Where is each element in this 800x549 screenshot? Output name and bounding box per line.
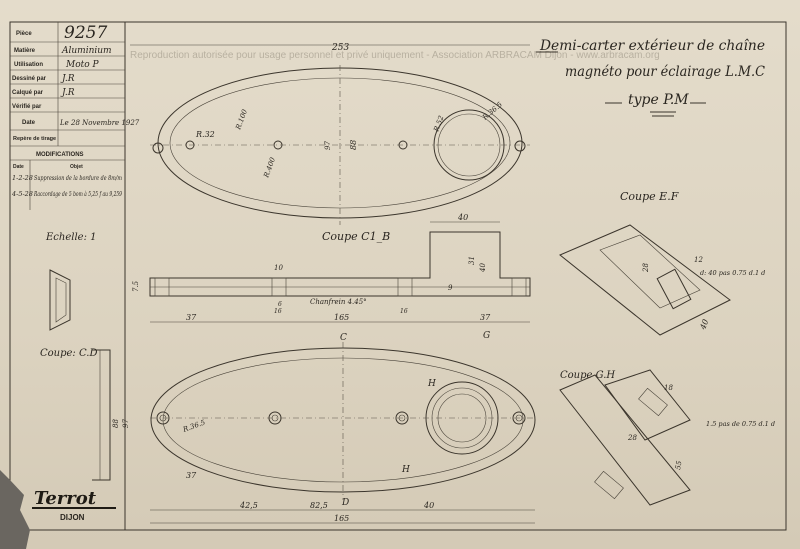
mods-col-date: Date bbox=[13, 164, 24, 170]
thread-note-ef: d: 40 pas 0.75 d.1 d bbox=[700, 269, 765, 277]
brand-city: DIJON bbox=[60, 513, 85, 522]
mods-title: MODIFICATIONS bbox=[36, 152, 84, 158]
watermark-text: Reproduction autorisée pour usage person… bbox=[130, 50, 660, 61]
mod-2-obj: Raccordage de 5 bom à 5,25 f au 9,259 bbox=[33, 191, 122, 198]
dim-bot-82-5: 82,5 bbox=[310, 501, 328, 510]
terrot-logo: Terrot DIJON bbox=[32, 488, 116, 522]
dim-bot-37: 37 bbox=[186, 471, 197, 480]
dim-sec-37a: 37 bbox=[186, 313, 197, 322]
dim-ef-12: 12 bbox=[694, 256, 703, 264]
mod-1-obj: Suppression de la bordure de 8m/m bbox=[34, 175, 122, 182]
heading-line-1: Demi-carter extérieur de chaîne bbox=[539, 38, 765, 54]
dim-97: 97 bbox=[324, 141, 332, 150]
letter-g: G bbox=[483, 331, 490, 341]
bottom-plan-view: C D G H H R.36.5 97 88 37 42,5 82,5 40 1… bbox=[112, 331, 536, 524]
dim-88: 88 bbox=[349, 140, 358, 150]
mods-col-obj: Objet bbox=[70, 164, 83, 170]
label-traced: Calqué par bbox=[12, 90, 44, 96]
dim-r-52: R.52 bbox=[432, 114, 446, 134]
letter-h-top: H bbox=[427, 379, 436, 389]
dim-sec-37b: 37 bbox=[480, 313, 491, 322]
dim-bot-97: 97 bbox=[122, 419, 130, 428]
section-ef-label: Coupe E.F bbox=[620, 190, 679, 203]
dim-gh-55: 55 bbox=[674, 460, 684, 471]
label-checked: Vérifié par bbox=[12, 104, 42, 110]
dim-bot-165: 165 bbox=[334, 514, 349, 523]
letter-h-bottom: H bbox=[401, 465, 410, 475]
dim-ef-28: 28 bbox=[642, 263, 650, 273]
dim-bot-42-5: 42,5 bbox=[239, 501, 258, 510]
section-cd-label: Coupe: C.D bbox=[40, 348, 97, 359]
section-gh-label: Coupe G.H bbox=[560, 370, 615, 381]
section-gh-view: 28 55 18 1.5 pas de 0.75 d.1 d bbox=[559, 369, 775, 506]
dim-bot-r36-5: R.36.5 bbox=[181, 418, 207, 434]
torn-corner bbox=[0, 470, 30, 549]
label-piece: Pièce bbox=[16, 31, 32, 37]
letter-d: D bbox=[341, 498, 349, 508]
dim-r-left: R.32 bbox=[195, 130, 215, 139]
heading-line-2: magnéto pour éclairage L.M.C bbox=[565, 64, 765, 80]
label-mark: Repère de tirage bbox=[13, 136, 56, 142]
thread-note-gh: 1.5 pas de 0.75 d.1 d bbox=[706, 420, 775, 428]
value-date: Le 28 Novembre 1927 bbox=[59, 119, 140, 127]
value-traced: J.R bbox=[60, 88, 75, 98]
dim-sec-16b: 16 bbox=[400, 308, 408, 315]
dim-sec-40b: 40 bbox=[479, 263, 487, 273]
dim-r-400: R.400 bbox=[262, 156, 277, 180]
letter-c: C bbox=[340, 333, 347, 343]
top-plan-view: 253 R.32 R.100 R.400 97 88 R.36.5 R.52 bbox=[130, 43, 530, 225]
dim-sec-31: 31 bbox=[468, 256, 476, 265]
chamfer-note: Chanfrein 4.45° bbox=[310, 298, 367, 306]
section-ab-label: Coupe C1_B bbox=[322, 230, 390, 243]
value-drawn: J.R bbox=[60, 74, 75, 84]
drawing-heading: Demi-carter extérieur de chaîne magnéto … bbox=[536, 38, 765, 117]
label-drawn: Dessiné par bbox=[12, 76, 47, 82]
mod-2-date: 4-5-28 bbox=[11, 190, 33, 198]
section-cd-profile bbox=[92, 349, 111, 481]
dim-sec-9: 9 bbox=[448, 284, 453, 292]
section-ab-view: 40 31 40 9 10 7.5 Chanfrein 4.45° 37 165… bbox=[132, 213, 531, 323]
dim-gh-18: 18 bbox=[664, 384, 673, 392]
scale-label: Echelle: 1 bbox=[45, 232, 96, 243]
dim-sec-165: 165 bbox=[334, 313, 349, 322]
dim-sec-6: 6 bbox=[278, 301, 282, 308]
heading-line-3: type P.M bbox=[628, 92, 689, 108]
dim-sec-7: 7.5 bbox=[132, 280, 140, 292]
dim-sec-40: 40 bbox=[457, 213, 468, 222]
dim-top-length: 253 bbox=[331, 43, 349, 53]
dim-bot-88: 88 bbox=[112, 419, 120, 428]
label-usage: Utilisation bbox=[14, 62, 43, 68]
section-ef-view: 28 40 12 d: 40 pas 0.75 d.1 d bbox=[559, 224, 765, 336]
title-block: Pièce 9257 Matière Aluminium Utilisation… bbox=[9, 21, 140, 531]
mod-1-date: 1-2-28 bbox=[12, 174, 33, 182]
dim-sec-16: 16 bbox=[274, 308, 282, 315]
value-material: Aluminium bbox=[61, 46, 112, 56]
dim-bot-40: 40 bbox=[423, 501, 434, 510]
value-usage: Moto P bbox=[65, 60, 100, 70]
brand-name: Terrot bbox=[34, 488, 97, 509]
dim-r-100: R.100 bbox=[234, 108, 249, 132]
value-piece: 9257 bbox=[64, 23, 107, 43]
label-material: Matière bbox=[14, 48, 36, 54]
side-profile-view bbox=[49, 269, 71, 331]
label-date: Date bbox=[22, 120, 36, 126]
dim-gh-28: 28 bbox=[627, 434, 637, 442]
dim-sec-10: 10 bbox=[274, 264, 283, 272]
dim-ef-40: 40 bbox=[698, 318, 710, 332]
